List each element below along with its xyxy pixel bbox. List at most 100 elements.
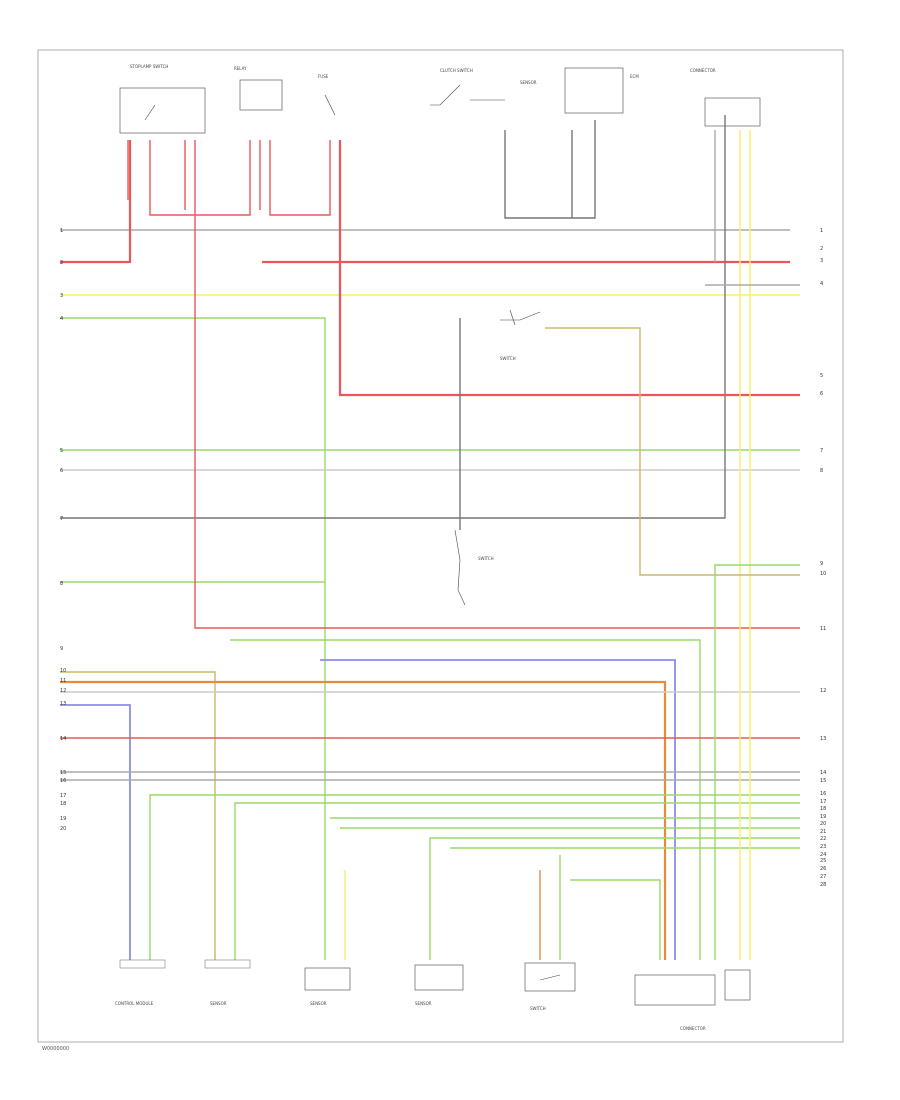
wire (60, 115, 726, 519)
sensor: SENSOR (520, 80, 537, 85)
left-terminal-number: 14 (60, 736, 66, 742)
wire (60, 704, 131, 960)
bottom-components: CONTROL MODULE SENSOR SENSOR SENSOR SWIT… (115, 959, 751, 1031)
sensor-label: SENSOR (520, 80, 537, 85)
left-terminal-number: 19 (60, 816, 66, 822)
left-terminal-number: 1 (60, 228, 63, 234)
wire-layer (60, 115, 800, 960)
bottom-switch-d: SWITCH (524, 962, 576, 1011)
left-terminal-number: 2 (60, 260, 63, 266)
right-terminal-number: 2 (820, 246, 823, 252)
right-terminal-number: 4 (820, 281, 823, 287)
wire (320, 659, 676, 960)
right-terminal-number: 10 (820, 571, 826, 577)
fuse: FUSE (318, 74, 336, 116)
middle-switch-1-label: SWITCH (500, 356, 516, 361)
clutch-label: CLUTCH SWITCH (440, 68, 473, 73)
wire (194, 140, 800, 629)
wire (149, 140, 251, 216)
middle-components: SWITCH SWITCH (454, 309, 541, 606)
wire (60, 317, 326, 960)
left-terminal-number: 10 (60, 668, 66, 674)
wire (60, 671, 216, 960)
right-terminal-number: 20 (820, 821, 826, 827)
right-terminal-number: 17 (820, 799, 826, 805)
fuse-label: FUSE (318, 74, 329, 79)
stoplamp-label: STOPLAMP SWITCH (130, 64, 168, 69)
left-terminal-number: 13 (60, 701, 66, 707)
left-terminal-number: 12 (60, 688, 66, 694)
relay-label: RELAY (234, 66, 247, 71)
middle-switch-1: SWITCH (500, 309, 541, 361)
bottom-sensor-a: SENSOR (204, 959, 251, 1006)
clutch-switch: CLUTCH SWITCH (430, 68, 505, 106)
left-terminal-number: 17 (60, 793, 66, 799)
right-terminal-number: 9 (820, 561, 823, 567)
right-terminal-number: 28 (820, 882, 826, 888)
bottom-switch-d-label: SWITCH (530, 1006, 546, 1011)
right-terminal-number: 22 (820, 836, 826, 842)
right-terminal-number: 24 (820, 852, 826, 858)
left-terminal-number: 18 (60, 801, 66, 807)
right-terminal-number: 11 (820, 626, 826, 632)
bottom-sensor-c-label: SENSOR (415, 1001, 432, 1006)
bottom-sensor-b: SENSOR (304, 967, 351, 1006)
right-terminal-number: 23 (820, 844, 826, 850)
wire (149, 794, 800, 960)
right-terminal-number: 1 (820, 228, 823, 234)
right-terminal-number: 19 (820, 814, 826, 820)
left-terminal-number: 8 (60, 581, 63, 587)
left-terminal-number: 6 (60, 468, 63, 474)
wire (60, 140, 132, 264)
ecm-label: ECM (630, 74, 639, 79)
right-terminal-number: 6 (820, 391, 823, 397)
left-terminal-number: 7 (60, 516, 63, 522)
wire (714, 564, 800, 960)
bottom-sensor-c: SENSOR (414, 964, 464, 1006)
left-terminal-number: 9 (60, 646, 63, 652)
terminal-numbers: 1234567891011121314151617181920123456789… (60, 228, 826, 888)
right-terminal-number: 25 (820, 858, 826, 864)
stoplamp-switch: STOPLAMP SWITCH (119, 64, 206, 134)
wire (504, 120, 596, 219)
diagram-frame (37, 49, 844, 1043)
right-terminal-number: 14 (820, 770, 826, 776)
bottom-control-module: CONTROL MODULE (115, 959, 166, 1006)
right-terminal-number: 15 (820, 778, 826, 784)
left-terminal-number: 20 (60, 826, 66, 832)
wire (230, 639, 701, 960)
top-components: STOPLAMP SWITCH RELAY FUSE CLUTCH SWITCH… (119, 64, 761, 134)
connector-label: CONNECTOR (690, 68, 716, 73)
right-terminal-number: 8 (820, 468, 823, 474)
left-terminal-number: 16 (60, 778, 66, 784)
wire (60, 680, 667, 960)
wire (234, 802, 800, 960)
left-terminal-number: 3 (60, 293, 63, 299)
right-terminal-number: 5 (820, 373, 823, 379)
right-terminal-number: 18 (820, 806, 826, 812)
right-terminal-number: 26 (820, 866, 826, 872)
wire (338, 140, 800, 397)
wire (545, 327, 800, 576)
middle-switch-2-label: SWITCH (478, 556, 494, 561)
wire (429, 837, 800, 960)
bottom-connector-e: CONNECTOR (634, 969, 751, 1031)
right-terminal-number: 27 (820, 874, 826, 880)
right-terminal-number: 12 (820, 688, 826, 694)
bottom-sensor-b-label: SENSOR (310, 1001, 327, 1006)
bottom-sensor-a-label: SENSOR (210, 1001, 227, 1006)
bottom-connector-e-label: CONNECTOR (680, 1026, 706, 1031)
wire (570, 879, 661, 960)
right-terminal-number: 16 (820, 791, 826, 797)
ecm: ECM (564, 67, 639, 114)
wire (269, 140, 331, 216)
left-terminal-number: 15 (60, 770, 66, 776)
left-terminal-number: 4 (60, 316, 63, 322)
left-terminal-number: 11 (60, 678, 66, 684)
relay: RELAY (234, 66, 283, 111)
right-terminal-number: 3 (820, 258, 823, 264)
right-terminal-number: 21 (820, 829, 826, 835)
connector: CONNECTOR (690, 68, 761, 127)
reference-code: W0000000 (42, 1046, 69, 1052)
